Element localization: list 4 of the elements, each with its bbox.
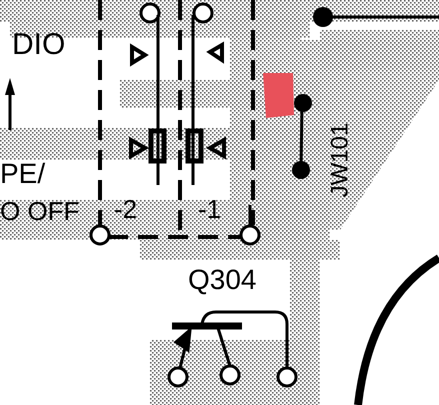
part-designator: Q304 — [188, 266, 256, 294]
part-designator: JW101 — [328, 122, 352, 198]
label-text: PE/ — [0, 160, 46, 188]
label-text: DIO — [12, 30, 66, 60]
